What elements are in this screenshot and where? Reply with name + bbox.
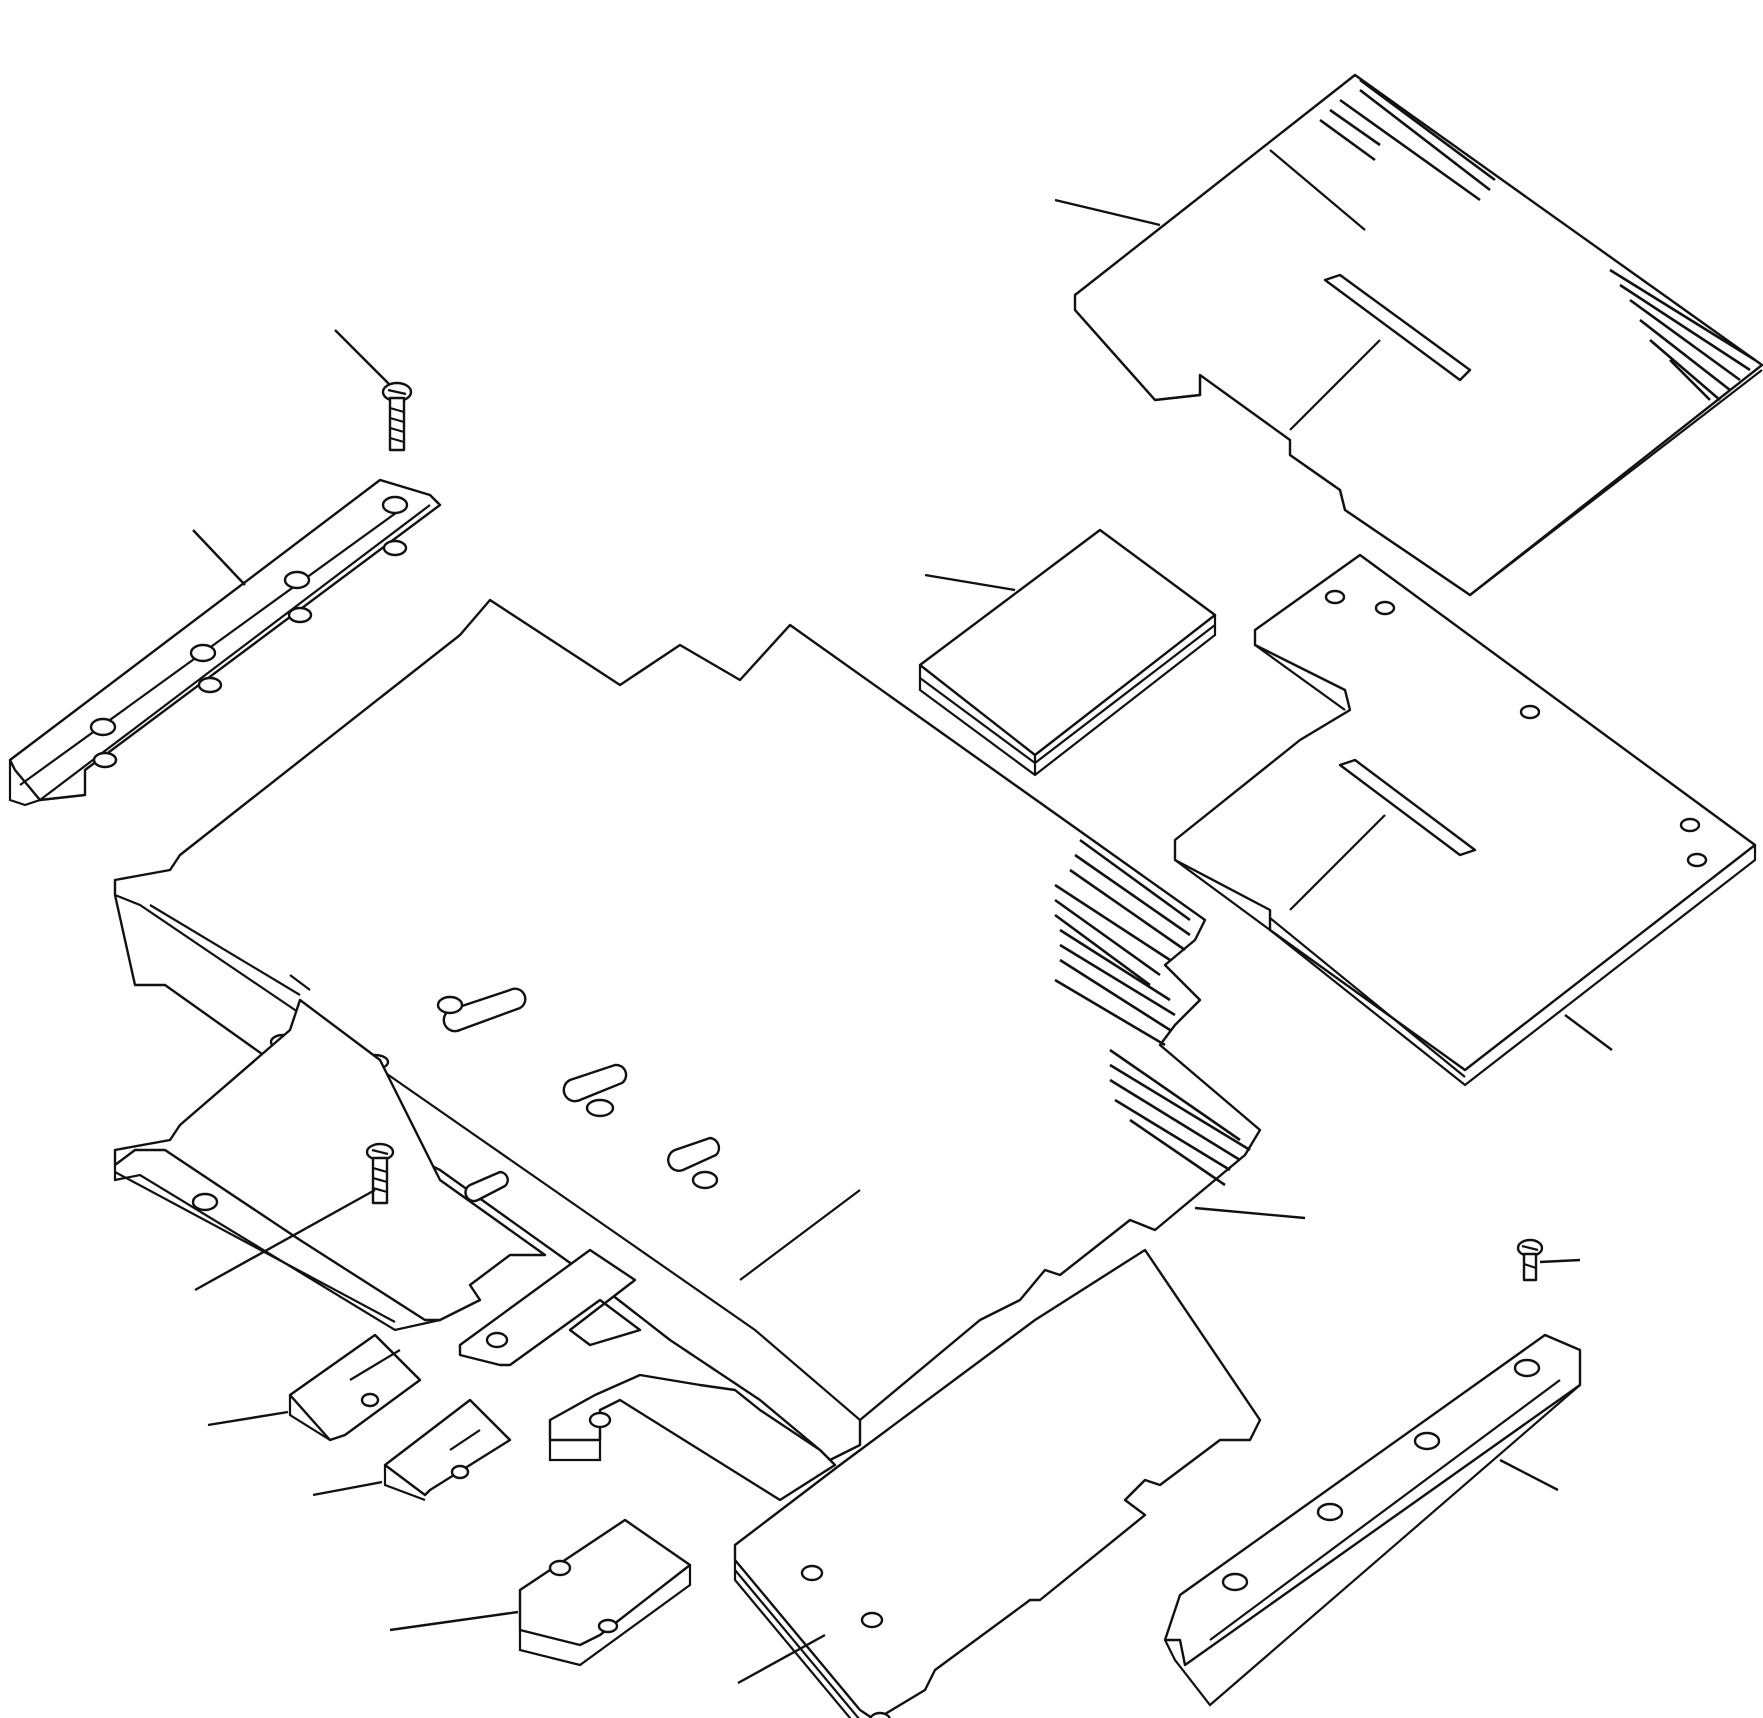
leader-shim-a — [207, 1410, 289, 1427]
leader-lines — [192, 198, 1613, 1685]
lower-center-plate — [458, 1248, 837, 1502]
left-rail — [8, 478, 442, 807]
leader-left-rail — [192, 529, 246, 586]
right-rail — [1163, 1333, 1582, 1707]
screw-center-left — [365, 1142, 395, 1205]
leader-center-left-screw — [194, 1188, 376, 1292]
small-shim-b — [383, 1398, 512, 1502]
leader-right-middle-plate — [1564, 1014, 1613, 1051]
leader-right-screw — [1539, 1258, 1581, 1264]
leader-extension-plate — [737, 1633, 826, 1685]
leader-center-plate-right — [1194, 1206, 1306, 1220]
center-hatching — [1054, 838, 1251, 1187]
bottom-block — [518, 1518, 692, 1667]
leader-bottom-block — [389, 1610, 519, 1632]
right-middle-plate — [1173, 553, 1757, 1087]
leader-center-block — [924, 573, 1016, 592]
leader-top-left-screw — [334, 329, 391, 386]
top-right-hatching — [1319, 78, 1756, 401]
left-lower-plate — [113, 998, 547, 1332]
leader-right-rail — [1499, 1458, 1559, 1492]
center-small-block — [918, 528, 1217, 777]
screw-top-left — [381, 381, 413, 452]
small-shim-a — [288, 1333, 422, 1442]
leader-shim-b — [312, 1480, 383, 1497]
leader-top-right-plate — [1054, 198, 1161, 227]
screw-right — [1516, 1238, 1544, 1282]
top-right-cover-plate — [1073, 73, 1763, 597]
lower-right-extension-plate — [733, 1248, 1262, 1718]
